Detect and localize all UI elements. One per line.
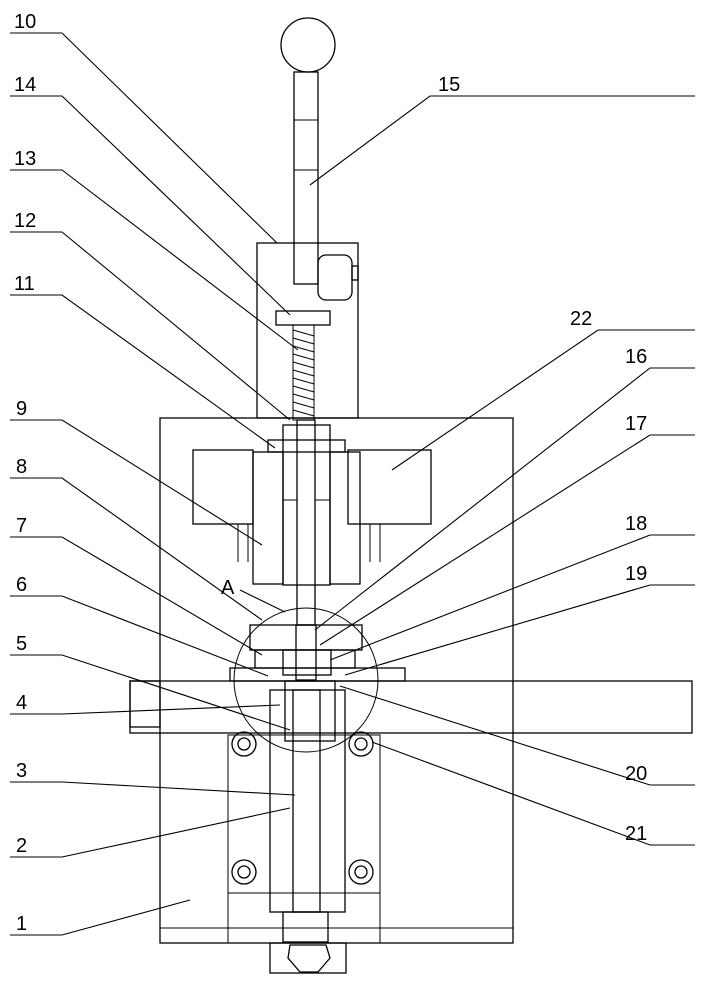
label-17: 17 xyxy=(625,413,647,435)
clamp-assembly xyxy=(230,625,405,681)
label-13: 13 xyxy=(14,148,36,170)
label-18: 18 xyxy=(625,513,647,535)
label-4: 4 xyxy=(16,692,27,714)
label-3: 3 xyxy=(16,760,27,782)
label-19: 19 xyxy=(625,563,647,585)
grease-nipple xyxy=(270,943,346,973)
bolts xyxy=(232,732,373,884)
label-10: 10 xyxy=(14,11,36,33)
side-blocks xyxy=(193,450,431,562)
label-1: 1 xyxy=(16,913,27,935)
workpiece-bar xyxy=(130,681,692,741)
label-5: 5 xyxy=(16,633,27,655)
label-22: 22 xyxy=(570,308,592,330)
lower-bushing xyxy=(270,690,345,942)
label-14: 14 xyxy=(14,74,36,96)
label-7: 7 xyxy=(16,515,27,537)
handle xyxy=(281,18,358,300)
label-12: 12 xyxy=(14,210,36,232)
label-20: 20 xyxy=(625,763,647,785)
sleeve xyxy=(253,425,360,585)
inner-rod xyxy=(283,420,330,625)
label-8: 8 xyxy=(16,456,27,478)
leader-lines xyxy=(10,33,695,935)
label-11: 11 xyxy=(14,273,35,295)
label-2: 2 xyxy=(16,835,27,857)
label-6: 6 xyxy=(16,574,27,596)
spring-13 xyxy=(293,325,314,420)
label-15: 15 xyxy=(438,74,460,96)
label-9: 9 xyxy=(16,398,27,420)
label-16: 16 xyxy=(625,346,647,368)
top-plate xyxy=(276,311,330,325)
label-21: 21 xyxy=(625,823,647,845)
